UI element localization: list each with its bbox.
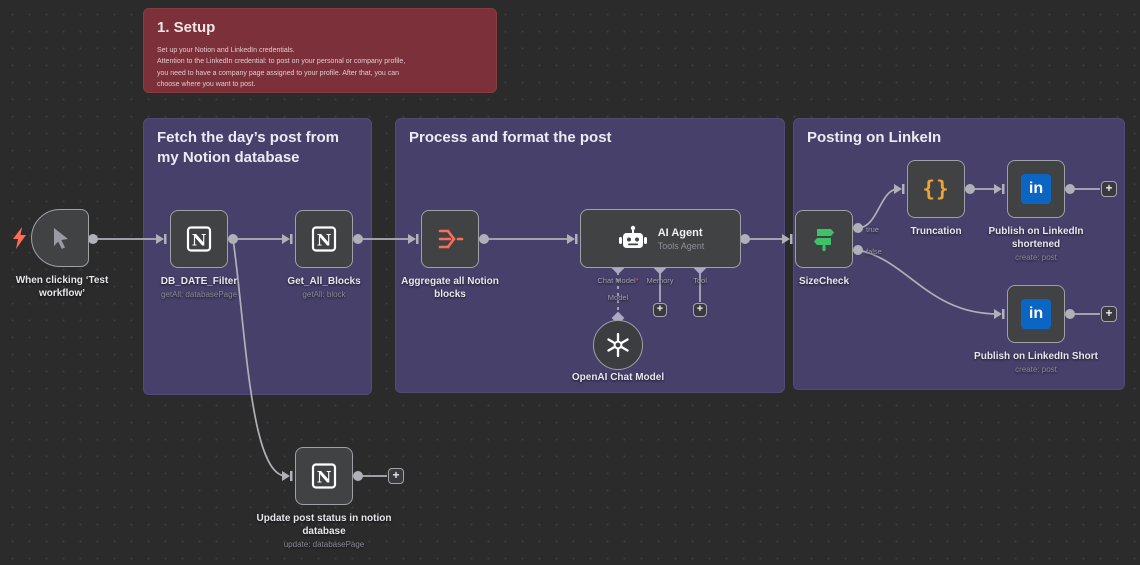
robot-icon [618, 225, 647, 248]
input-port-dbfilter[interactable] [156, 234, 167, 244]
node-manual-trigger[interactable] [31, 209, 89, 267]
add-node-after-publish-short-button[interactable]: + [1101, 306, 1117, 322]
chat-model-label: Chat Model [597, 276, 636, 285]
output-port-truncation[interactable] [965, 184, 975, 194]
get-all-blocks-operation: getAll: block [302, 290, 346, 299]
db-date-filter-title: DB_DATE_Filter [160, 276, 238, 287]
output-port-aggregate[interactable] [479, 234, 489, 244]
input-port-agent[interactable] [567, 234, 578, 244]
add-tool-button[interactable]: + [693, 303, 707, 317]
edge-sizecheck-false-to-publishshort[interactable] [857, 249, 999, 315]
output-port-update[interactable] [353, 471, 363, 481]
sticky-setup-line3: you need to have a company page assigned… [157, 69, 400, 77]
add-node-after-update-button[interactable]: + [388, 468, 404, 484]
ai-agent-subtitle: Tools Agent [657, 240, 705, 251]
input-port-publishshortened[interactable] [994, 184, 1005, 194]
ai-agent-text: AI Agent Tools Agent [658, 227, 705, 251]
node-get-all-blocks[interactable]: N [295, 210, 353, 268]
node-sizecheck[interactable] [795, 210, 853, 268]
cursor-icon [54, 228, 68, 249]
edge-dbfilter-to-update[interactable] [232, 238, 287, 477]
notion-icon: N [186, 226, 212, 252]
node-publish-linkedin-short[interactable]: in [1007, 285, 1065, 343]
node-label-publish-shortened: Publish on LinkedIn shortened create: po… [971, 225, 1101, 263]
node-publish-linkedin-shortened[interactable]: in [1007, 160, 1065, 218]
node-db-date-filter[interactable]: N [170, 210, 228, 268]
output-port-getblocks[interactable] [353, 234, 363, 244]
input-port-getblocks[interactable] [282, 234, 293, 244]
publish-short-title: Publish on LinkedIn Short [974, 351, 1098, 362]
signpost-if-icon [814, 229, 834, 251]
output-port-agent[interactable] [740, 234, 750, 244]
agent-port-label-tool: Tool [693, 276, 707, 285]
model-edge-label: Model [607, 293, 629, 302]
node-label-sizecheck: SizeCheck [798, 276, 850, 287]
sizecheck-output-true-label: true [866, 225, 879, 234]
add-memory-button[interactable]: + [653, 303, 667, 317]
input-port-publishshort[interactable] [994, 309, 1005, 319]
output-port-publishshort[interactable] [1065, 309, 1075, 319]
sticky-posting-title: Posting on LinkeIn [807, 129, 942, 146]
sticky-process-title: Process and format the post [409, 129, 612, 146]
update-post-status-title: Update post status in notion database [256, 513, 392, 537]
edge-sizecheck-true-to-truncation[interactable] [857, 188, 899, 229]
linkedin-icon: in [1021, 299, 1051, 329]
output-port-sizecheck-true[interactable] [853, 223, 863, 233]
input-port-update[interactable] [282, 471, 293, 481]
db-date-filter-operation: getAll: databasePage [160, 290, 238, 299]
input-ports [156, 184, 1005, 481]
svg-text:N: N [192, 231, 207, 250]
input-port-sizecheck[interactable] [782, 234, 793, 244]
update-post-status-operation: update: databasePage [283, 540, 365, 549]
publish-shortened-operation: create: post [1015, 253, 1057, 262]
node-label-db-date-filter: DB_DATE_Filter getAll: databasePage [139, 275, 259, 300]
node-label-aggregate: Aggregate all Notion blocks [401, 276, 499, 300]
required-asterisk: * [635, 276, 639, 285]
agent-port-label-memory: Memory [646, 276, 674, 285]
sticky-setup-body: Set up your Notion and LinkedIn credenti… [144, 38, 496, 98]
node-label-publish-short: Publish on LinkedIn Short create: post [951, 350, 1121, 375]
node-aggregate[interactable] [421, 210, 479, 268]
publish-short-operation: create: post [1015, 365, 1057, 374]
node-ai-agent[interactable]: AI Agent Tools Agent [580, 209, 741, 268]
lightning-trigger-icon [13, 227, 26, 249]
node-label-truncation: Truncation [910, 226, 962, 237]
get-all-blocks-title: Get_All_Blocks [287, 276, 361, 287]
sticky-note-setup[interactable]: 1. Setup Set up your Notion and LinkedIn… [143, 8, 497, 93]
openai-icon [607, 332, 629, 358]
output-port-dbfilter[interactable] [228, 234, 238, 244]
notion-icon: N [311, 463, 337, 489]
sizecheck-output-false-label: false [866, 247, 882, 256]
ai-agent-title: AI Agent [657, 226, 703, 239]
aggregate-icon [438, 229, 464, 249]
svg-text:N: N [317, 468, 332, 487]
output-port-trigger[interactable] [88, 234, 98, 244]
sticky-setup-line2: Attention to the LinkedIn credential: to… [157, 58, 406, 66]
node-openai-chat-model[interactable] [593, 320, 643, 370]
publish-shortened-title: Publish on LinkedIn shortened [988, 226, 1084, 250]
output-port-sizecheck-false[interactable] [853, 245, 863, 255]
node-label-openai-chat-model: OpenAI Chat Model [571, 372, 665, 383]
sticky-setup-title: 1. Setup [157, 19, 216, 36]
svg-text:N: N [317, 231, 332, 250]
sticky-fetch-title: Fetch the day’s post from my Notion data… [157, 129, 339, 167]
node-label-get-all-blocks: Get_All_Blocks getAll: block [264, 275, 384, 300]
add-node-after-publish-shortened-button[interactable]: + [1101, 181, 1117, 197]
node-label-trigger: When clicking ‘Test workflow’ [15, 275, 109, 299]
linkedin-icon: in [1021, 174, 1051, 204]
node-truncation[interactable]: {} [907, 160, 965, 218]
sticky-setup-line4: choose where you want to post. [157, 80, 256, 88]
notion-icon: N [311, 226, 337, 252]
input-port-truncation[interactable] [894, 184, 905, 194]
node-label-update-post-status: Update post status in notion database up… [249, 512, 399, 550]
agent-port-label-chat-model: Chat Model* [578, 276, 658, 285]
node-update-post-status[interactable]: N [295, 447, 353, 505]
input-port-aggregate[interactable] [408, 234, 419, 244]
output-port-publishshortened[interactable] [1065, 184, 1075, 194]
sticky-setup-line1: Set up your Notion and LinkedIn credenti… [157, 47, 295, 55]
braces-icon: {} [922, 177, 950, 201]
